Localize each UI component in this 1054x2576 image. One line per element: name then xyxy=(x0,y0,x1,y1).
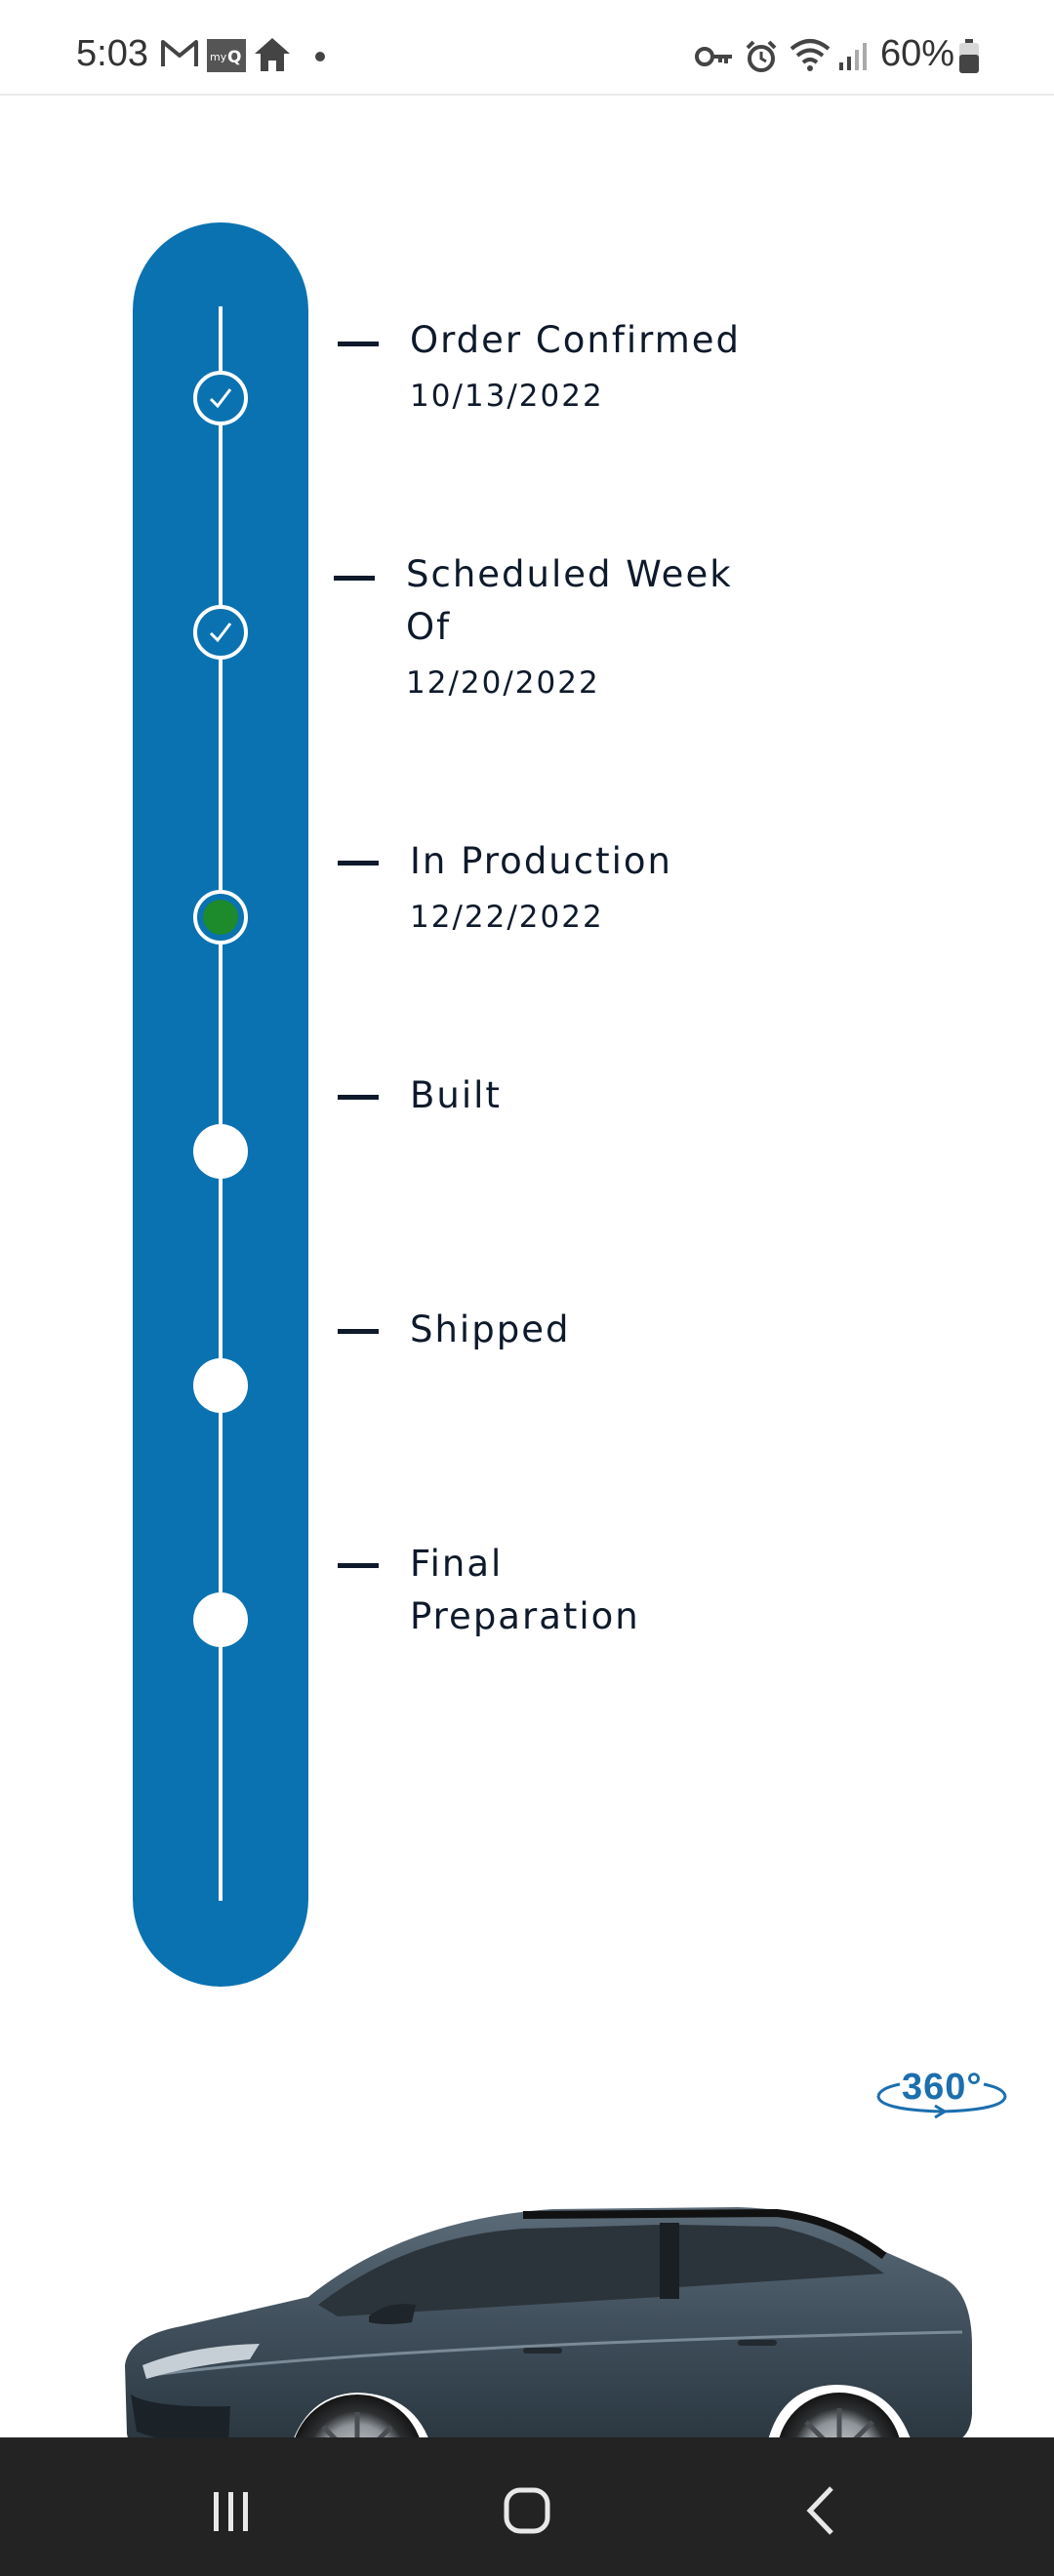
wifi-icon xyxy=(790,39,831,71)
step-dash xyxy=(338,1095,379,1100)
step-dash xyxy=(334,576,375,581)
notification-dot-icon xyxy=(315,52,325,61)
vpn-key-icon xyxy=(695,47,732,66)
view-360-label: 360° xyxy=(902,2067,983,2108)
step-dash xyxy=(338,342,379,346)
home-icon xyxy=(255,38,290,71)
step-label-built: Built xyxy=(410,1074,502,1116)
step-date-scheduled-week: 12/20/2022 xyxy=(406,665,600,701)
battery-icon xyxy=(959,39,979,73)
battery-percentage: 60% xyxy=(880,33,955,74)
in-progress-dot xyxy=(203,900,238,935)
step-date-order-confirmed: 10/13/2022 xyxy=(410,379,604,414)
step-dash xyxy=(338,1563,379,1568)
step-check-icon xyxy=(193,371,248,425)
alarm-icon xyxy=(746,40,777,72)
step-check-icon xyxy=(193,605,248,660)
view-360-button[interactable]: 360° xyxy=(871,2067,1013,2125)
step-label-order-confirmed: Order Confirmed xyxy=(410,319,741,361)
recent-apps-icon[interactable] xyxy=(197,2476,265,2545)
signal-icon xyxy=(839,43,867,70)
myq-icon: my Q xyxy=(207,39,246,72)
rotate-360-icon xyxy=(876,2082,1007,2119)
step-pending-icon xyxy=(193,1124,248,1179)
order-tracker-content: Order Confirmed 10/13/2022 Scheduled Wee… xyxy=(8,96,1046,2529)
svg-text:my: my xyxy=(210,51,227,63)
step-pending-icon xyxy=(193,1592,248,1647)
home-button-icon[interactable] xyxy=(493,2476,561,2545)
step-dash xyxy=(338,861,379,865)
step-label-scheduled-week: Scheduled Week Of xyxy=(406,553,733,648)
step-pending-icon xyxy=(193,1358,248,1413)
back-icon[interactable] xyxy=(789,2476,857,2545)
gmail-icon xyxy=(161,40,198,66)
step-label-final-preparation: Final Preparation xyxy=(410,1543,640,1637)
step-label-shipped: Shipped xyxy=(410,1308,571,1350)
timeline-line xyxy=(219,306,223,1901)
svg-text:Q: Q xyxy=(227,48,241,67)
status-bar: 5:03 my Q 60% xyxy=(0,0,1054,96)
step-in-progress-icon xyxy=(193,890,248,945)
navigation-bar xyxy=(0,2437,1054,2576)
step-label-in-production: In Production xyxy=(410,840,672,882)
step-date-in-production: 12/22/2022 xyxy=(410,900,604,935)
status-time: 5:03 xyxy=(76,33,148,74)
step-dash xyxy=(338,1329,379,1334)
